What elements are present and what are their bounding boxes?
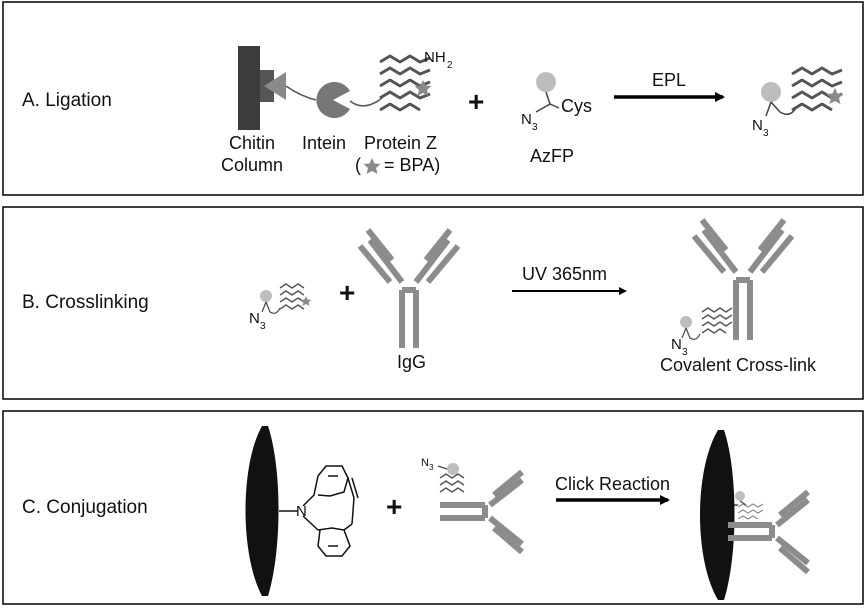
panel-frame (2, 1, 864, 196)
bpa-star-icon (414, 80, 432, 96)
product-azide-subscript: 3 (682, 347, 688, 358)
panel-frame (2, 206, 864, 400)
igg-label: IgG (397, 352, 426, 372)
arrow-label: UV 365nm (522, 264, 607, 284)
panel-frame (2, 410, 864, 605)
protein-z-label: Protein Z (364, 133, 437, 153)
nh2-label: NH (424, 49, 446, 66)
bpa-star-icon (363, 158, 381, 174)
panel-conjugation: C. Conjugation N + (2, 410, 864, 605)
arrow-label: Click Reaction (555, 474, 670, 494)
igg-antibody-icon (357, 228, 461, 348)
nh2-subscript: 2 (447, 60, 453, 71)
azide-subscript: 3 (429, 463, 434, 472)
labeled-protein-icon (733, 491, 764, 520)
panel-title: A. Ligation (22, 90, 112, 111)
azide-subscript: 3 (532, 122, 538, 133)
fluorophore-icon (535, 72, 560, 113)
column-label: Column (221, 155, 283, 175)
bpa-label: = BPA) (384, 155, 440, 175)
panel-title: C. Conjugation (22, 497, 148, 518)
linker-line (349, 97, 383, 107)
igg-antibody-icon (728, 489, 810, 575)
product-azide-subscript: 3 (763, 128, 769, 139)
labeled-protein-icon (437, 463, 465, 493)
chitin-label: Chitin (229, 133, 275, 153)
igg-antibody-icon (691, 218, 795, 340)
azide-label: N (521, 111, 532, 128)
linker-line (285, 85, 317, 101)
product-label: Covalent Cross-link (660, 355, 817, 375)
nitrogen-label: N (296, 503, 307, 520)
intein-icon (316, 82, 350, 119)
product-azide-label: N (752, 117, 763, 134)
panel-title: B. Crosslinking (22, 292, 149, 313)
azide-label: N (249, 310, 260, 327)
bpa-open-paren: ( (355, 155, 361, 175)
labeled-protein-icon (260, 283, 311, 314)
labeled-protein-icon (680, 307, 733, 340)
azide-subscript: 3 (260, 321, 266, 332)
igg-antibody-icon (440, 469, 524, 555)
panel-ligation: A. Ligation NH 2 Chitin Column Intein Pr… (2, 1, 864, 196)
azide-label: N (421, 457, 429, 469)
plus-sign: + (339, 277, 355, 308)
bead-icon (700, 430, 735, 600)
product-icon (761, 66, 844, 117)
intein-label: Intein (302, 133, 346, 153)
product-azide-label: N (671, 336, 682, 353)
arrow-label: EPL (652, 70, 686, 90)
panel-crosslinking: B. Crosslinking N 3 + (2, 206, 864, 400)
azfp-label: AzFP (530, 146, 574, 166)
plus-sign: + (468, 86, 484, 117)
cys-label: Cys (561, 96, 592, 116)
dibenzocyclooctyne-icon (279, 465, 359, 557)
chitin-column-icon (238, 46, 286, 130)
bead-icon (245, 426, 279, 596)
plus-sign: + (386, 491, 402, 522)
